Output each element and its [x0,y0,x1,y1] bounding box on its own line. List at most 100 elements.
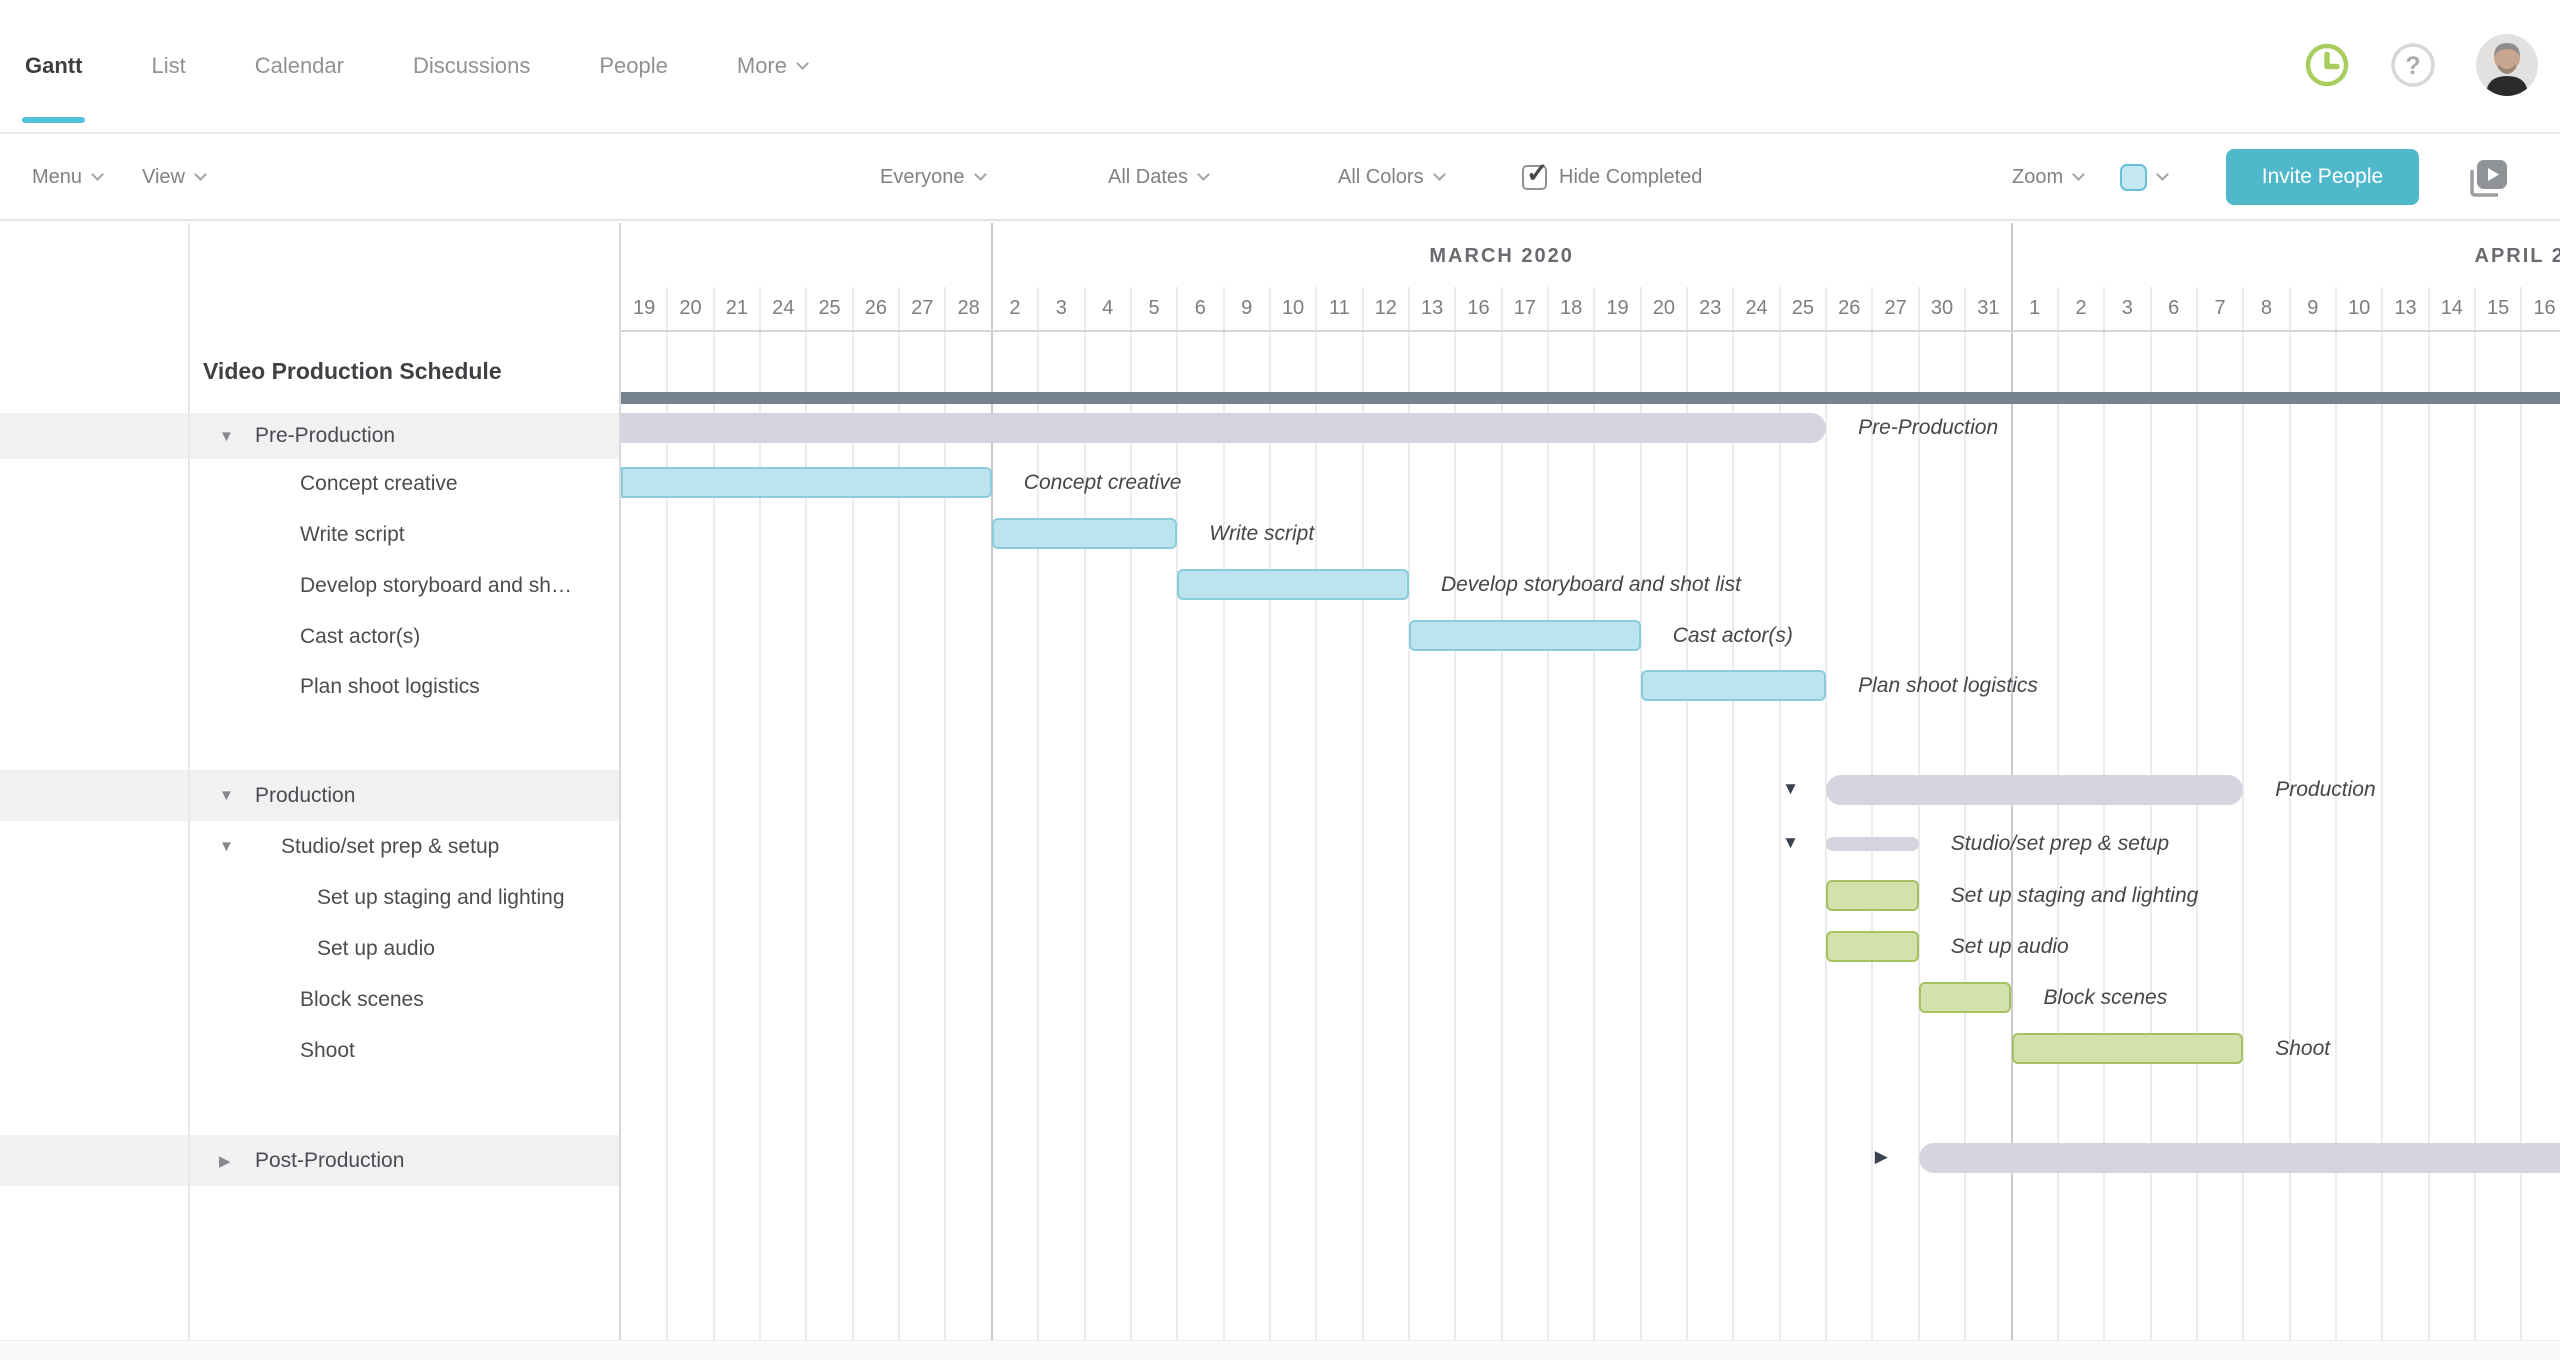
day-header-cell: 14 [2440,297,2463,319]
day-header-cell: 23 [1699,297,1722,319]
day-header-cell: 3 [1055,297,1067,319]
horizontal-scroll-track[interactable] [0,1340,2560,1360]
panel-row-setup-staging-lighting[interactable]: Set up staging and lighting [317,885,565,909]
day-gridline [2149,287,2152,1340]
tab-calendar[interactable]: Calendar [255,0,344,132]
day-header-cell: 27 [911,297,934,319]
day-header-cell: 19 [1606,297,1629,319]
gantt-bar-plan-shoot-logistics[interactable] [1640,670,1827,701]
day-header-cell: 13 [2394,297,2417,319]
panel-row-develop-storyboard[interactable]: Develop storyboard and sh… [300,573,572,597]
bar-label-shoot: Shoot [2275,1036,2331,1060]
chevron-down-icon [2072,168,2085,181]
dates-filter-dropdown[interactable]: All Dates [1108,136,1210,219]
day-gridline [2520,287,2523,1340]
gantt-bar-setup-audio[interactable] [1826,931,1919,962]
chart-collapse-caret-icon[interactable]: ▼ [1782,779,1799,798]
zoom-dropdown[interactable]: Zoom [2012,136,2085,219]
nav-right-icons: ? [2304,0,2538,134]
day-gridline [1500,287,1503,1340]
panel-chart-divider[interactable] [619,223,621,1340]
collapse-caret-icon[interactable]: ▼ [219,427,234,445]
bar-label-concept-creative: Concept creative [1023,470,1182,494]
chart-collapse-caret-icon[interactable]: ▼ [1782,833,1799,852]
tab-discussions[interactable]: Discussions [413,0,530,132]
color-swatch-dropdown[interactable] [2120,136,2169,219]
tab-list[interactable]: List [151,0,185,132]
panel-row-concept-creative[interactable]: Concept creative [300,471,458,495]
collapse-caret-icon[interactable]: ▼ [219,838,234,855]
gantt-bar-concept-creative[interactable] [621,467,992,498]
chevron-down-icon [973,168,987,181]
day-gridline [1454,287,1457,1340]
gantt-bar-studio-set-prep[interactable] [1826,837,1919,851]
bar-label-block-scenes: Block scenes [2043,985,2168,1009]
day-gridline [2474,287,2476,1340]
gantt-bar-production[interactable] [1826,775,2244,805]
gantt-bar-cast-actors[interactable] [1408,620,1641,651]
view-dropdown[interactable]: View [142,136,207,219]
tab-gantt[interactable]: Gantt [21,0,86,132]
gantt-bar-develop-storyboard[interactable] [1177,569,1409,600]
bar-label-develop-storyboard: Develop storyboard and shot list [1440,572,1741,596]
panel-spine-divider [188,223,190,1340]
day-gridline [1268,287,1271,1340]
day-header-cell: 16 [1467,297,1490,319]
gantt-bar-write-script[interactable] [991,518,1178,549]
chevron-down-icon [796,56,809,70]
bar-label-write-script: Write script [1209,521,1315,545]
day-header-cell: 19 [633,297,656,319]
gantt-bar-post-production[interactable] [1918,1143,2560,1173]
panel-row-pre-production[interactable]: Pre-Production [255,424,396,447]
day-header-cell: 18 [1560,297,1583,319]
day-gridline [1639,287,1642,1340]
gantt-bar-project-title[interactable] [621,392,2560,404]
day-gridline [2103,287,2106,1340]
panel-row-project-title[interactable]: Video Production Schedule [203,358,502,384]
bar-label-plan-shoot-logistics: Plan shoot logistics [1858,673,2038,697]
time-tracking-clock-icon[interactable] [2304,42,2350,93]
collapse-caret-icon[interactable]: ▶ [219,1152,231,1170]
day-header-cell: 13 [1420,297,1444,319]
colors-filter-dropdown[interactable]: All Colors [1338,136,1446,219]
panel-row-plan-shoot-logistics[interactable]: Plan shoot logistics [300,674,480,698]
people-filter-dropdown[interactable]: Everyone [880,136,987,219]
panel-row-block-scenes[interactable]: Block scenes [300,987,424,1011]
timeline-header-divider [621,330,2560,332]
bar-label-production: Production [2275,778,2376,801]
collapse-caret-icon[interactable]: ▼ [219,787,234,804]
gantt-bar-block-scenes[interactable] [1918,982,2012,1013]
chart-collapse-caret-icon[interactable]: ▶ [1874,1147,1888,1166]
day-gridline [1222,287,1225,1340]
day-gridline [1593,287,1596,1340]
tab-people[interactable]: People [599,0,668,132]
day-gridline [666,287,669,1340]
day-gridline [1964,287,1967,1340]
panel-row-write-script[interactable]: Write script [300,522,405,546]
video-tutorials-button[interactable] [2462,136,2510,219]
panel-row-studio-set-prep[interactable]: Studio/set prep & setup [281,834,500,858]
zoom-label: Zoom [2012,166,2064,188]
gantt-toolbar: Menu View Everyone All Dates All Colors … [0,136,2560,221]
panel-row-shoot[interactable]: Shoot [300,1038,355,1062]
tab-more[interactable]: More [737,0,809,132]
menu-dropdown[interactable]: Menu [32,136,104,219]
invite-people-button[interactable]: Invite People [2226,149,2419,205]
user-avatar[interactable] [2476,33,2538,101]
day-header-cell: 1 [2029,297,2041,319]
panel-row-cast-actors[interactable]: Cast actor(s) [300,624,421,648]
month-header-label: APRIL 2020 [2474,245,2560,267]
panel-row-production[interactable]: Production [255,783,356,807]
chevron-down-icon [194,168,207,181]
day-header-cell: 5 [1148,297,1160,319]
day-gridline [1361,287,1364,1340]
day-gridline [1037,287,1040,1340]
help-icon[interactable]: ? [2390,42,2436,93]
gantt-bar-pre-production[interactable] [621,413,1827,443]
panel-row-setup-audio[interactable]: Set up audio [317,936,435,960]
day-header-cell: 15 [2487,297,2510,319]
hide-completed-checkbox[interactable]: ✓ [1522,158,1549,190]
gantt-bar-setup-staging-lighting[interactable] [1826,880,1919,911]
gantt-bar-shoot[interactable] [2011,1033,2244,1064]
panel-row-post-production[interactable]: Post-Production [255,1148,405,1172]
